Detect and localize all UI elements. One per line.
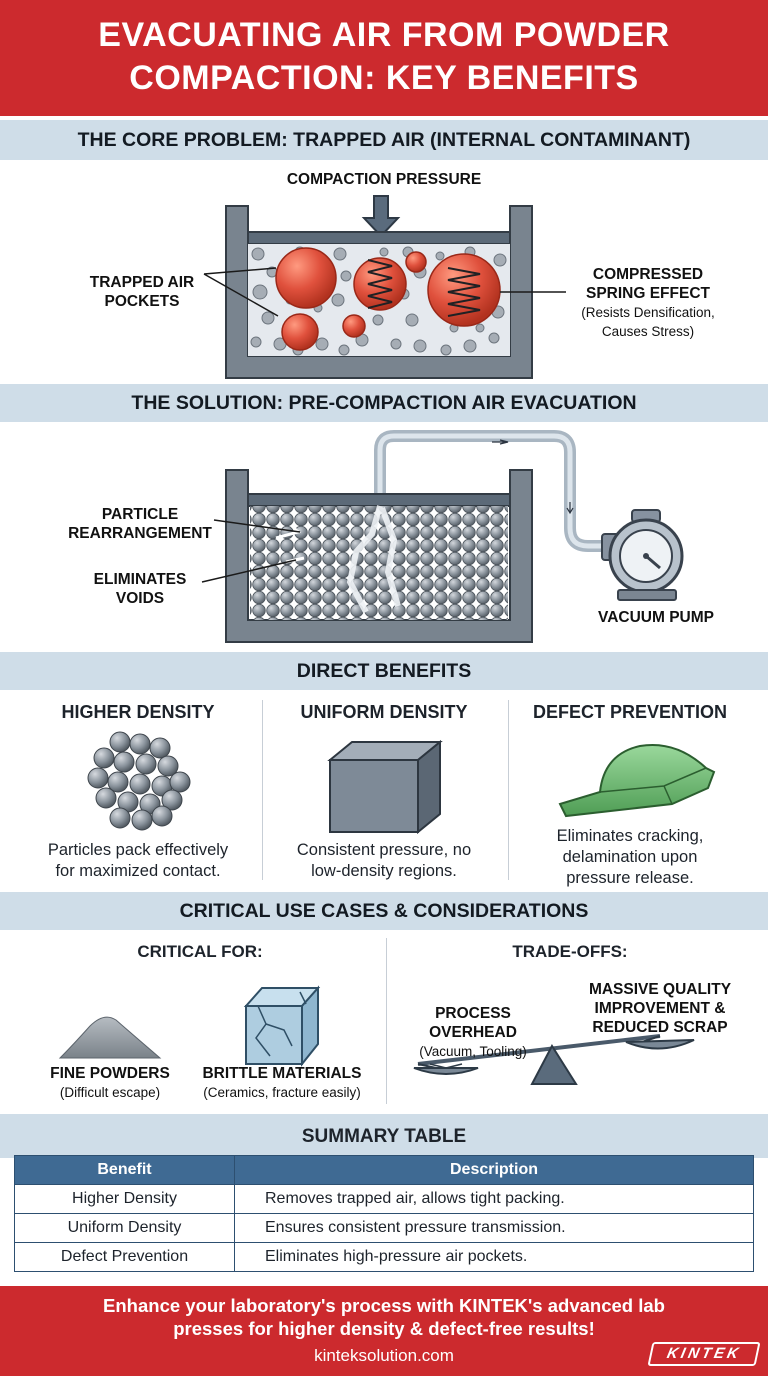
spring-icon [447, 267, 481, 317]
mold-punch [247, 231, 511, 245]
powder-pile-icon [58, 1016, 162, 1059]
mold-wall-icon [225, 469, 533, 643]
spring-icon [367, 259, 393, 309]
table-row: Defect Prevention Eliminates high-pressu… [14, 1242, 754, 1272]
table-row: Higher Density Removes trapped air, allo… [14, 1184, 754, 1214]
air-evacuation-diagram [201, 430, 684, 643]
vacuum-pump-label: VACUUM PUMP [598, 609, 714, 626]
kintek-logo: KINTEK [647, 1342, 761, 1366]
table-cell-benefit: Higher Density [14, 1184, 235, 1214]
page-title-line-1: EVACUATING AIR FROM POWDER [98, 16, 670, 54]
column-header-description: Description [234, 1155, 754, 1185]
website-link[interactable]: kinteksolution.com [314, 1346, 454, 1365]
air-escape-path [346, 505, 401, 614]
page-footer: Enhance your laboratory's process with K… [0, 1286, 768, 1376]
summary-heading: SUMMARY TABLE [301, 1126, 467, 1147]
fine-powders-label: FINE POWDERS(Difficult escape) [50, 1065, 170, 1100]
cases-divider [386, 938, 387, 1104]
table-cell-description: Ensures consistent pressure transmission… [234, 1213, 754, 1243]
benefit-title-defect-prevention: DEFECT PREVENTION [532, 702, 728, 722]
cases-heading: CRITICAL USE CASES & CONSIDERATIONS [0, 892, 768, 930]
packed-spheres-icon [87, 731, 191, 831]
trapped-air-diagram [203, 195, 566, 379]
summary-table: Benefit Description Higher Density Remov… [14, 1155, 754, 1272]
vacuum-pump-icon [601, 509, 684, 601]
benefit-title-higher-density: HIGHER DENSITY [61, 702, 215, 722]
table-cell-benefit: Defect Prevention [14, 1242, 235, 1272]
case-icons [58, 985, 695, 1085]
green-pad-icon [558, 744, 716, 818]
page-header: EVACUATING AIR FROM POWDER COMPACTION: K… [0, 0, 768, 116]
problem-heading: THE CORE PROBLEM: TRAPPED AIR (INTERNAL … [0, 120, 768, 160]
trade-offs-title: TRADE-OFFS: [512, 942, 628, 961]
balance-scale-icon [413, 1034, 695, 1085]
benefit-title-uniform-density: UNIFORM DENSITY [300, 702, 468, 722]
benefit-icons [87, 731, 716, 834]
benefit-divider [262, 700, 263, 880]
page-title-line-2: COMPACTION: KEY BENEFITS [129, 59, 639, 97]
summary-band [0, 1114, 768, 1158]
benefit-divider [508, 700, 509, 880]
mold-punch [247, 493, 511, 507]
pressure-arrow-icon [361, 195, 401, 238]
cta-text: Enhance your laboratory's process with K… [103, 1295, 665, 1339]
cracked-cube-icon [243, 985, 321, 1067]
pressure-label: COMPACTION PRESSURE [286, 171, 482, 188]
column-header-benefit: Benefit [14, 1155, 235, 1185]
uniform-cube-icon [327, 739, 443, 834]
table-cell-description: Eliminates high-pressure air pockets. [234, 1242, 754, 1272]
solution-heading: THE SOLUTION: PRE-COMPACTION AIR EVACUAT… [0, 384, 768, 422]
benefits-heading: DIRECT BENEFITS [0, 652, 768, 690]
table-cell-description: Removes trapped air, allows tight packin… [234, 1184, 754, 1214]
table-cell-benefit: Uniform Density [14, 1213, 235, 1243]
critical-for-title: CRITICAL FOR: [137, 942, 263, 961]
packed-powder [250, 506, 508, 620]
table-header-row: Benefit Description [14, 1155, 754, 1185]
brittle-materials-label: BRITTLE MATERIALS(Ceramics, fracture eas… [202, 1065, 362, 1100]
air-pockets [275, 247, 501, 351]
table-row: Uniform Density Ensures consistent press… [14, 1213, 754, 1243]
